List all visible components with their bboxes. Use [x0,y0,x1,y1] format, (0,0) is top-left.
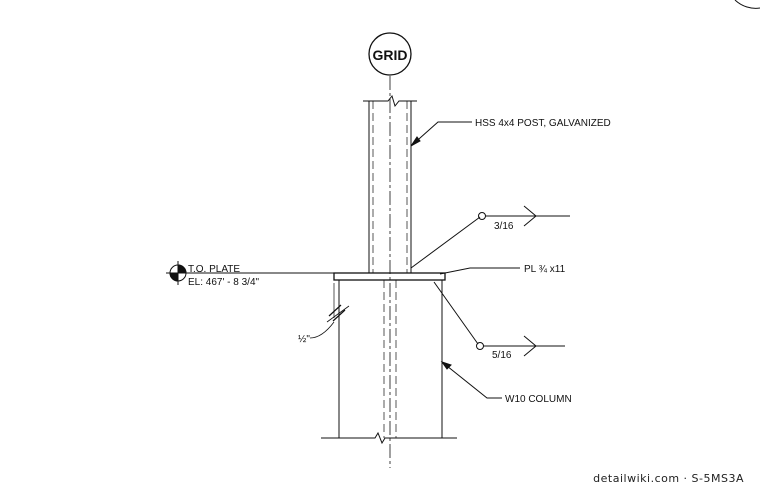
hss-post [363,94,417,273]
post-arrowhead [410,136,421,147]
plate-offset-dimension: ½" [298,334,310,345]
weld-symbol-top [410,205,570,269]
plate-callout: PL ¾ x11 [524,264,566,275]
weld-bottom-size: 5/16 [492,350,512,361]
elevation-value: EL: 467' - 8 3/4" [188,277,260,288]
base-plate [333,272,446,281]
w10-column [321,280,457,445]
grid-label: GRID [373,47,408,63]
column-leader [441,361,502,399]
plate-edge-dimension [309,283,350,339]
elevation-target-icon [166,261,190,285]
weld-top-size: 3/16 [494,221,514,232]
weld-symbol-bottom [433,281,565,357]
column-arrowhead [440,361,452,370]
partial-circle-mark [734,0,760,9]
post-callout: HSS 4x4 POST, GALVANIZED [475,118,611,129]
elevation-title: T.O. PLATE [188,264,240,275]
post-leader [410,121,472,147]
footer-credit: detailwiki.com · S-5MS3A [593,472,744,485]
grid-bubble [368,32,412,76]
column-callout: W10 COLUMN [505,394,572,405]
plate-leader [439,267,520,275]
